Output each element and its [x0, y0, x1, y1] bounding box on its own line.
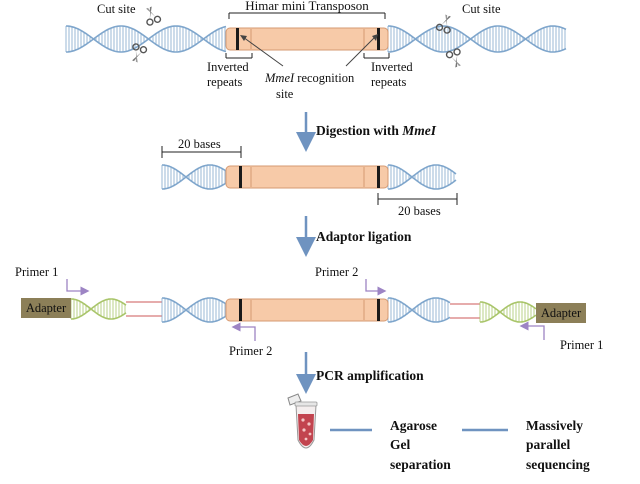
scissors-icon — [132, 43, 148, 63]
agarose-label-l3: separation — [390, 457, 451, 472]
dna-strand — [71, 298, 127, 320]
inverted-repeats-left-l2: repeats — [207, 75, 243, 89]
transposon-ligated — [225, 298, 389, 322]
bases-bracket-left — [161, 146, 242, 158]
cut-site-left-label: Cut site — [97, 2, 136, 16]
dna-strand — [388, 164, 457, 190]
transposon-top — [225, 27, 389, 51]
linker-right — [450, 303, 480, 319]
primer1-left-label: Primer 1 — [15, 265, 58, 279]
primer2-top-label: Primer 2 — [315, 265, 358, 279]
dna-strand — [388, 297, 451, 323]
primer2-bottom-arrow — [231, 322, 256, 341]
bases-left-label: 20 bases — [178, 137, 221, 151]
adapter-dna-right — [479, 301, 537, 323]
dna-fragment-right — [387, 164, 457, 190]
dna-strand — [387, 25, 567, 53]
pcr-tube-icon — [287, 393, 318, 449]
agarose-label-l2: Gel — [390, 437, 410, 452]
adapter-dna-left — [70, 298, 127, 320]
inverted-repeats-left-l1: Inverted — [207, 60, 249, 74]
dna-fragment-left — [161, 164, 227, 190]
primer2-top-arrow — [365, 279, 387, 296]
ligation-step-label: Adaptor ligation — [316, 229, 412, 244]
massive-label-l2: parallel — [526, 437, 570, 452]
primer1-left-arrow — [66, 279, 90, 296]
dna-strand — [65, 25, 227, 53]
dna-helix-top-right — [387, 25, 567, 53]
pcr-step-label: PCR amplification — [316, 368, 424, 383]
dna-strand — [162, 297, 227, 323]
scissors-icon — [146, 6, 162, 26]
bases-bracket-right — [377, 193, 458, 205]
genomic-flank-right — [387, 297, 451, 323]
dna-strand — [71, 298, 127, 320]
adapter-right-label: Adapter — [541, 306, 582, 320]
dna-strand — [480, 301, 537, 323]
dna-strand — [162, 164, 227, 190]
dna-strand — [65, 25, 227, 53]
mmei-arrow-right — [345, 36, 376, 67]
inverted-repeat-right-mark — [377, 28, 380, 50]
bases-right-label: 20 bases — [398, 204, 441, 218]
dna-strand — [387, 25, 567, 53]
mmei-recognition-label: MmeI recognition — [264, 71, 355, 85]
inverted-repeat-left-mark — [236, 28, 239, 50]
agarose-label-l1: Agarose — [390, 418, 437, 433]
primer2-bottom-label: Primer 2 — [229, 344, 272, 358]
inverted-bracket-left — [225, 53, 253, 59]
cut-site-right-label: Cut site — [462, 2, 501, 16]
dna-strand — [480, 301, 537, 323]
inverted-repeats-right-l2: repeats — [371, 75, 407, 89]
genomic-flank-left — [161, 297, 227, 323]
dna-strand — [162, 164, 227, 190]
dna-strand — [388, 297, 451, 323]
adapter-left-box: Adapter — [21, 298, 71, 318]
transposon-title: Himar mini Transposon — [245, 0, 369, 13]
adapter-right-box: Adapter — [536, 303, 586, 323]
mmei-recognition-label-l2: site — [276, 87, 294, 101]
primer1-right-arrow — [519, 321, 545, 340]
scissors-icon — [445, 48, 461, 68]
transposon-bracket — [228, 12, 386, 19]
dna-helix-top-left — [65, 25, 227, 53]
inverted-bracket-right — [363, 53, 390, 59]
inverted-repeats-right-l1: Inverted — [371, 60, 413, 74]
adapter-left-label: Adapter — [26, 301, 67, 315]
transposon-digested — [225, 165, 389, 189]
dna-strand — [162, 297, 227, 323]
massive-label-l3: sequencing — [526, 457, 590, 472]
linker-left — [126, 301, 162, 317]
primer1-right-label: Primer 1 — [560, 338, 603, 352]
digestion-step-label: Digestion with MmeI — [316, 123, 437, 138]
dna-strand — [388, 164, 457, 190]
massive-label-l1: Massively — [526, 418, 583, 433]
mmei-arrow-left — [242, 36, 284, 67]
scissors-icon — [435, 14, 451, 34]
